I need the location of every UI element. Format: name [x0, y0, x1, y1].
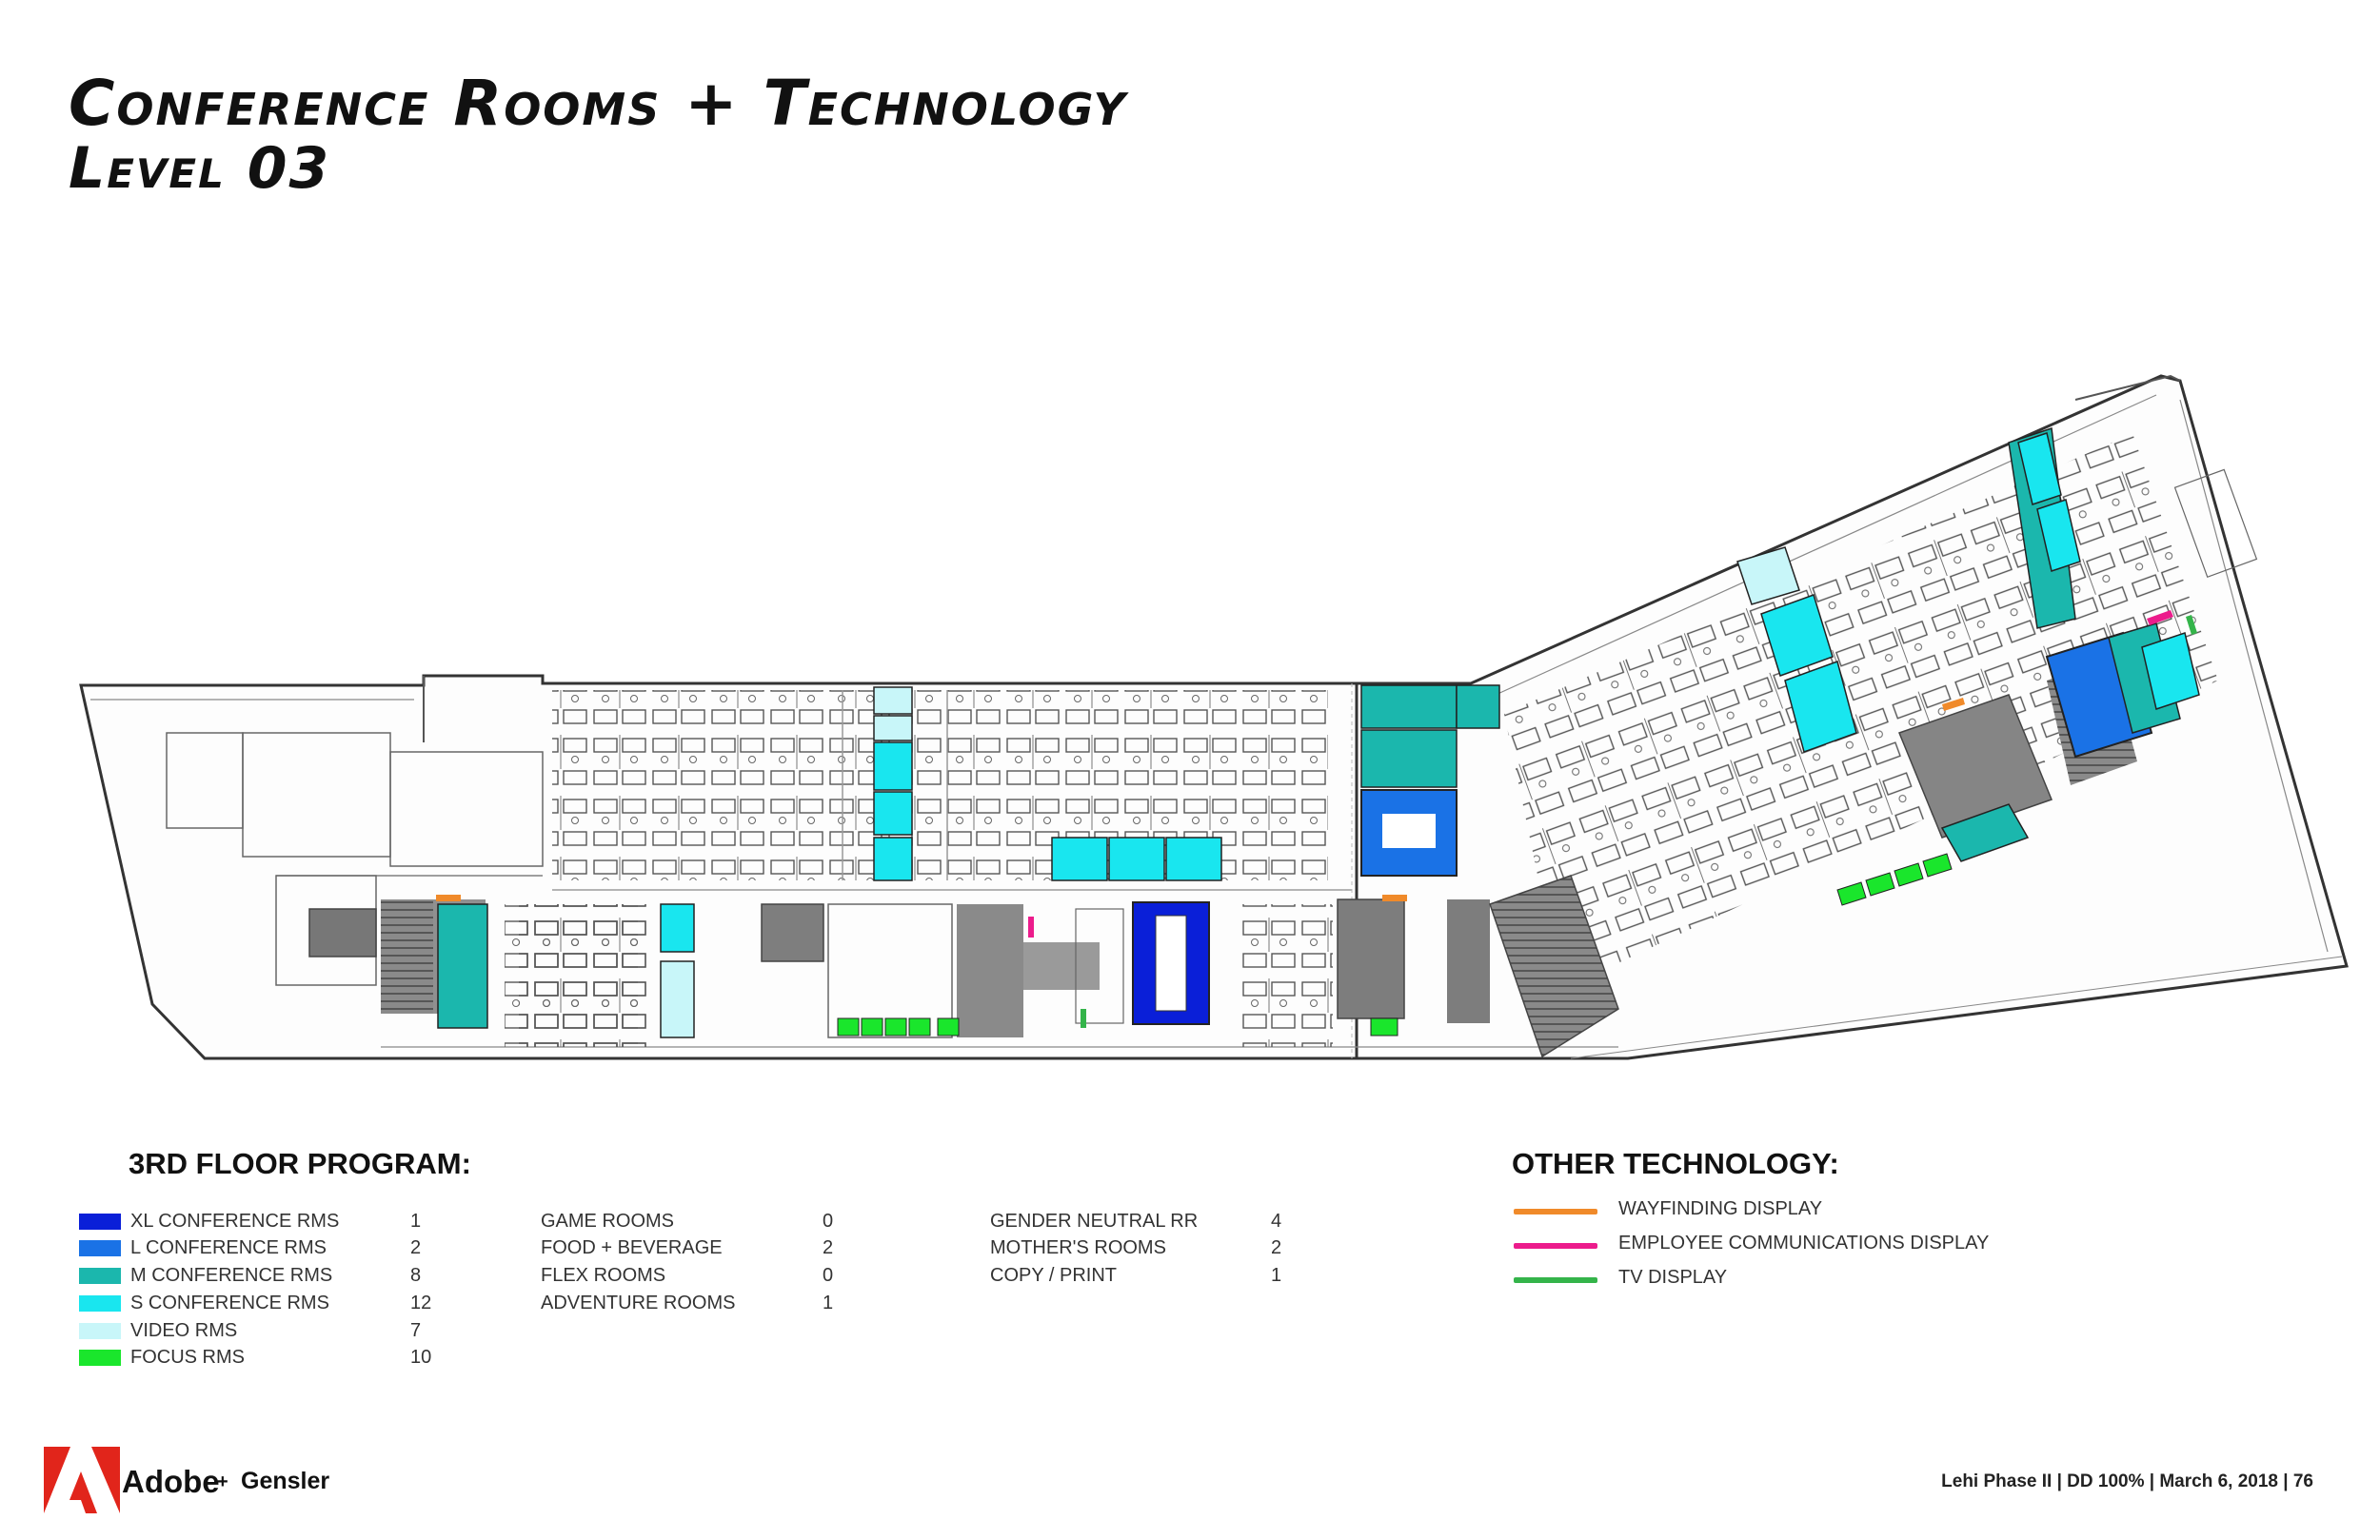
technology-heading: OTHER TECHNOLOGY:	[1512, 1147, 1839, 1180]
stair-core	[381, 899, 433, 1014]
workstation-zone	[552, 690, 843, 880]
legend-value: 12	[410, 1293, 432, 1313]
legend-value: 0	[823, 1265, 834, 1286]
legend-value: 0	[823, 1211, 834, 1232]
tv-display-marker	[1081, 1009, 1086, 1028]
legend-value: 1	[1271, 1265, 1282, 1286]
room-video	[873, 686, 913, 715]
legend-label: FLEX ROOMS	[541, 1265, 666, 1286]
legend-label: ADVENTURE ROOMS	[541, 1293, 736, 1313]
legend-value: 7	[410, 1320, 422, 1341]
legend-label: L CONFERENCE RMS	[130, 1237, 327, 1258]
program-heading: 3RD FLOOR PROGRAM:	[129, 1147, 471, 1180]
legend-value: 2	[1271, 1237, 1282, 1258]
legend-label: S CONFERENCE RMS	[130, 1293, 329, 1313]
legend-swatch-m	[79, 1268, 121, 1284]
legend-label: FOCUS RMS	[130, 1347, 245, 1368]
legend-label: M CONFERENCE RMS	[130, 1265, 333, 1286]
room-focus	[837, 1017, 860, 1037]
adobe-logo-icon	[44, 1447, 120, 1513]
stair-core-angled	[1489, 875, 1619, 1058]
legend-label: GAME ROOMS	[541, 1211, 675, 1232]
gensler-brand: Gensler	[241, 1468, 330, 1494]
legend-value: 4	[1271, 1211, 1282, 1232]
legend-swatch-xl	[79, 1214, 121, 1230]
wayfinding-line	[1514, 1209, 1597, 1214]
legend-label: VIDEO RMS	[130, 1320, 238, 1341]
legend-label: WAYFINDING DISPLAY	[1618, 1198, 1823, 1219]
legend-swatch-s	[79, 1295, 121, 1312]
page-title: Conference Rooms + Technology	[69, 67, 1127, 140]
room-s-conference	[873, 741, 913, 791]
adobe-brand: Adobe	[122, 1464, 220, 1499]
tv-display-line	[1514, 1277, 1597, 1283]
legend-value: 10	[410, 1347, 432, 1368]
legend-value: 8	[410, 1265, 422, 1286]
room-m-conference	[437, 903, 488, 1029]
elevator-core	[308, 908, 377, 958]
legend-swatch-l	[79, 1240, 121, 1256]
legend-label: GENDER NEUTRAL RR	[990, 1211, 1199, 1232]
legend-value: 2	[823, 1237, 834, 1258]
brand-plus: +	[217, 1471, 228, 1492]
footer-info: Lehi Phase II | DD 100% | March 6, 2018 …	[1941, 1471, 2313, 1491]
legend-label: XL CONFERENCE RMS	[130, 1211, 340, 1232]
legend-label: COPY / PRINT	[990, 1265, 1117, 1286]
legend-label: EMPLOYEE COMMUNICATIONS DISPLAY	[1618, 1233, 1990, 1254]
legend-value: 1	[410, 1211, 422, 1232]
legend-label: TV DISPLAY	[1618, 1267, 1728, 1288]
employee-comms-line	[1514, 1243, 1597, 1249]
legend-swatch-focus	[79, 1350, 121, 1366]
legend-label: MOTHER'S ROOMS	[990, 1237, 1166, 1258]
page-subtitle: Level 03	[69, 135, 331, 202]
wayfinding-display-marker	[436, 895, 461, 901]
legend-swatch-video	[79, 1323, 121, 1339]
legend-label: FOOD + BEVERAGE	[541, 1237, 723, 1258]
legend-value: 2	[410, 1237, 422, 1258]
legend-value: 1	[823, 1293, 834, 1313]
employee-comms-marker	[1028, 917, 1034, 938]
elevator-core-central	[761, 903, 824, 962]
